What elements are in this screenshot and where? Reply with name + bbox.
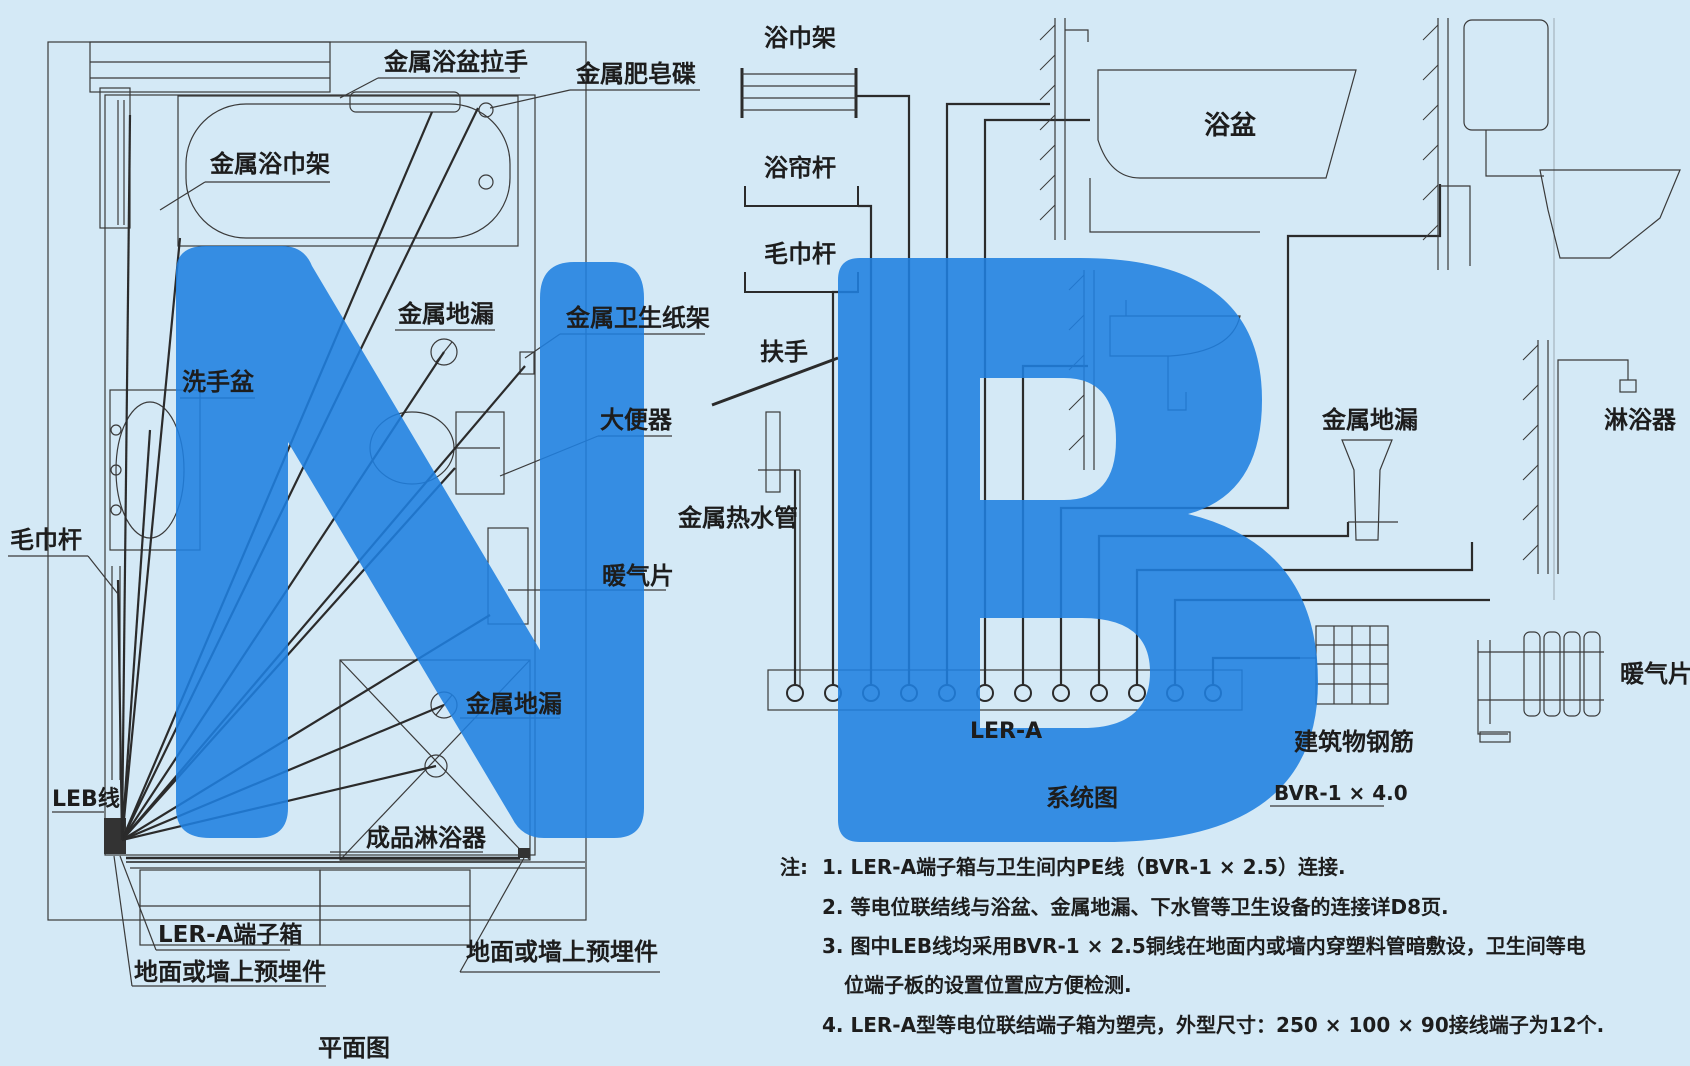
note-3-cont: 位端子板的设置位置应方便检测. — [844, 973, 1132, 997]
nb-watermark — [176, 246, 1318, 842]
label-radiator: 暖气片 — [602, 562, 674, 590]
notes: 注: 1. LER-A端子箱与卫生间内PE线（BVR-1 × 2.5）连接. 2… — [780, 855, 1604, 1037]
label-hot-pipe: 金属热水管 — [677, 504, 798, 532]
label-ler-box: LER-A端子箱 — [158, 921, 302, 948]
label-towel-bar-system: 毛巾杆 — [764, 240, 836, 268]
embedded-part-plan — [518, 848, 530, 858]
label-washbasin: 洗手盆 — [182, 368, 255, 396]
label-embed-1: 地面或墙上预埋件 — [134, 958, 326, 986]
note-3: 3. 图中LEB线均采用BVR-1 × 2.5铜线在地面内或墙内穿塑料管暗敷设，… — [822, 934, 1586, 958]
toilet-system — [1422, 18, 1681, 270]
label-toilet: 大便器 — [600, 406, 673, 434]
label-shower-unit: 成品淋浴器 — [366, 824, 487, 852]
label-bath-handle: 金属浴盆拉手 — [383, 48, 528, 76]
shower-system — [1522, 340, 1637, 574]
floor-drain-system — [1341, 439, 1398, 541]
plan-labels: 金属浴盆拉手 金属肥皂碟 金属浴巾架 金属地漏 金属卫生纸架 洗手盆 大便器 毛… — [10, 48, 710, 1062]
label-curtain-rod: 浴帘杆 — [764, 154, 836, 182]
label-bathtub: 浴盆 — [1204, 110, 1257, 141]
label-bath-towel-rack: 金属浴巾架 — [209, 150, 330, 178]
system-labels: 浴巾架 浴帘杆 毛巾杆 扶手 金属热水管 浴盆 金属地漏 淋浴器 暖气片 LER… — [677, 24, 1690, 812]
label-paper-holder: 金属卫生纸架 — [565, 304, 710, 332]
label-soap-dish: 金属肥皂碟 — [575, 60, 696, 88]
label-rebar: 建筑物钢筋 — [1294, 728, 1414, 756]
plan-title: 平面图 — [318, 1034, 390, 1062]
label-handrail: 扶手 — [760, 338, 808, 366]
bathtub-plan — [177, 91, 519, 247]
label-floor-drain-system: 金属地漏 — [1321, 406, 1418, 434]
label-towel-rack: 浴巾架 — [764, 24, 836, 52]
bathtub-system — [1039, 18, 1357, 240]
radiator-system — [1477, 631, 1604, 743]
note-4: 4. LER-A型等电位联结端子箱为塑壳，外型尺寸：250 × 100 × 90… — [822, 1013, 1604, 1037]
label-shower: 淋浴器 — [1604, 406, 1677, 434]
ler-a-box-plan — [104, 818, 126, 854]
floor-drain-plan-1 — [430, 338, 458, 366]
label-floor-drain-2: 金属地漏 — [465, 690, 562, 718]
label-floor-drain-1: 金属地漏 — [397, 300, 494, 328]
label-towel-bar: 毛巾杆 — [10, 526, 82, 554]
paper-holder-plan — [519, 351, 535, 375]
system-title: 系统图 — [1046, 784, 1118, 812]
label-bvr: BVR-1 × 4.0 — [1274, 781, 1408, 805]
towel-rack-system — [740, 68, 858, 118]
label-leb-line: LEB线 — [52, 786, 120, 812]
label-ler-a: LER-A — [970, 719, 1042, 744]
note-1: 1. LER-A端子箱与卫生间内PE线（BVR-1 × 2.5）连接. — [822, 855, 1346, 879]
notes-prefix: 注: — [780, 855, 808, 879]
label-radiator-system: 暖气片 — [1620, 660, 1690, 688]
hot-pipe-system — [765, 411, 781, 493]
label-embed-2: 地面或墙上预埋件 — [466, 938, 658, 966]
note-2: 2. 等电位联结线与浴盆、金属地漏、下水管等卫生设备的连接详D8页. — [822, 895, 1449, 919]
